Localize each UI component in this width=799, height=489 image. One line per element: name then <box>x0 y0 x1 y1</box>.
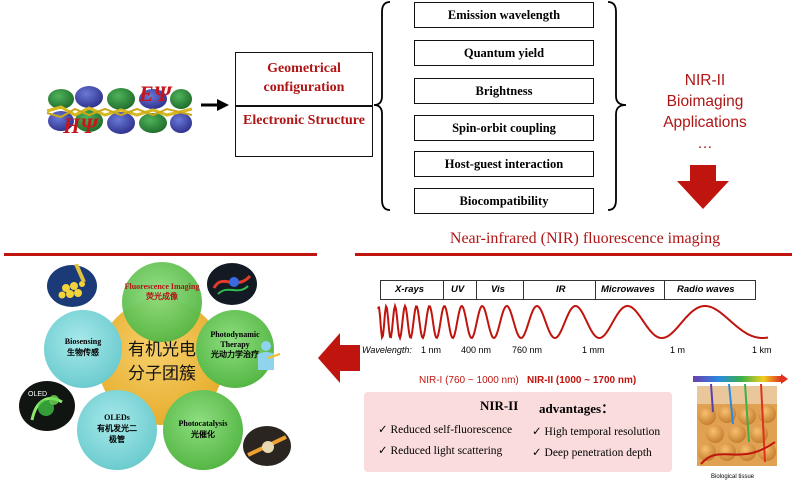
band-ir: IR <box>556 284 566 295</box>
biosensing-en: Biosensing <box>64 337 102 346</box>
geometrical-configuration-label: Geometrical configuration <box>263 61 345 95</box>
property-brightness: Brightness <box>414 78 594 104</box>
check-icon: ✓ <box>532 426 545 438</box>
advantage-item: ✓ High temporal resolution <box>532 424 660 438</box>
nanoparticle-image <box>47 264 97 307</box>
nir-imaging-title: Near-infrared (NIR) fluorescence imaging <box>449 230 721 247</box>
config-divider <box>236 105 372 107</box>
advantages-head-word: advantages： <box>539 401 615 416</box>
property-biocompatibility: Biocompatibility <box>414 188 594 214</box>
photocatalysis-image <box>243 426 291 466</box>
person-figure-icon <box>258 341 281 370</box>
advantage-item: ✓ Deep penetration depth <box>532 445 652 459</box>
band-divider-1 <box>443 281 444 299</box>
fluorescence-imaging-circle <box>122 262 202 342</box>
biosensing-circle <box>44 310 122 388</box>
photodynamic-zh: 光动力学治疗 <box>211 350 259 359</box>
photocatalysis-label: Photocatalysis 光催化 <box>165 418 241 440</box>
advantage-text: High temporal resolution <box>544 426 661 438</box>
oleds-zh: 有机发光二极管 <box>97 424 137 444</box>
electronic-structure-label: Electronic Structure <box>243 113 365 128</box>
check-icon: ✓ <box>378 445 391 457</box>
left-separator-line <box>4 253 317 256</box>
arrow-right-icon <box>201 99 229 111</box>
nir2-window: NIR-II (1000 ~ 1700 nm) <box>527 375 637 386</box>
check-icon: ✓ <box>532 447 545 459</box>
left-brace <box>373 1 391 211</box>
oleds-en: OLEDs <box>104 413 130 422</box>
configuration-box: Geometrical configuration Electronic Str… <box>235 52 373 157</box>
biosensing-label: Biosensing 生物传感 <box>48 336 118 358</box>
advantage-text: Reduced light scattering <box>390 445 503 457</box>
molecule-image: EΨ HΨ <box>45 77 194 141</box>
band-radio-waves: Radio waves <box>677 284 735 295</box>
right-separator-line <box>355 253 792 256</box>
photodynamic-en: Photodynamic Therapy <box>210 330 260 349</box>
spectrum-band-bar: X-rays UV Vis IR Microwaves Radio waves <box>380 280 756 300</box>
molecule-orbital-drawing <box>46 86 193 134</box>
check-icon: ✓ <box>378 424 391 436</box>
band-divider-5 <box>664 281 665 299</box>
tick-1m: 1 m <box>670 345 686 355</box>
photodynamic-therapy-circle <box>196 310 274 388</box>
advantages-head-nir2: NIR-II <box>480 398 519 413</box>
advantage-item: ✓ Reduced light scattering <box>378 443 502 457</box>
oleds-circle <box>77 390 157 470</box>
biological-tissue-image: Biological tissue <box>689 372 789 484</box>
applications-line-applications: Applications <box>663 114 747 131</box>
property-spin-orbit-coupling: Spin-orbit coupling <box>414 115 594 141</box>
applications-line-ellipsis: … <box>697 135 713 152</box>
spectrum-wave <box>377 302 769 342</box>
tick-1km: 1 km <box>752 345 772 355</box>
oled-image-label: OLED <box>28 391 48 398</box>
property-host-guest-interaction: Host-guest interaction <box>414 151 594 177</box>
tissue-drawing <box>693 374 788 466</box>
tissue-label: Biological tissue <box>711 474 755 480</box>
red-down-arrow-icon <box>677 165 729 209</box>
nir1-window: NIR-I (760 ~ 1000 nm) <box>419 375 519 386</box>
tick-1nm: 1 nm <box>421 345 442 355</box>
tick-400nm: 400 nm <box>461 345 492 355</box>
applications-text: NIR-II Bioimaging Applications … <box>650 70 760 154</box>
applications-line-nir2: NIR-II <box>684 72 726 89</box>
oled-device-image <box>19 381 75 431</box>
e-psi-label: EΨ <box>139 81 172 106</box>
advantage-item: ✓ Reduced self-fluorescence <box>378 422 512 436</box>
advantage-text: Reduced self-fluorescence <box>390 424 513 436</box>
property-emission-wavelength: Emission wavelength <box>414 2 594 28</box>
photocatalysis-circle <box>163 390 243 470</box>
photocatalysis-zh: 光催化 <box>191 430 215 439</box>
biosensing-zh: 生物传感 <box>67 348 99 357</box>
wavelength-label: Wavelength: <box>362 345 412 355</box>
oleds-label: OLEDs 有机发光二极管 <box>86 412 148 445</box>
advantage-text: Deep penetration depth <box>544 447 652 459</box>
band-divider-4 <box>595 281 596 299</box>
band-divider-3 <box>523 281 524 299</box>
fluorescence-en: Fluorescence Imaging <box>124 282 200 291</box>
advantages-panel: NIR-II advantages： ✓ Reduced self-fluore… <box>364 392 672 472</box>
tick-760nm: 760 nm <box>512 345 543 355</box>
right-brace <box>607 1 627 211</box>
photocatalysis-en: Photocatalysis <box>178 419 228 428</box>
center-title: 有机光电分子团簇 <box>128 340 196 384</box>
photodynamic-therapy-label: Photodynamic Therapy 光动力学治疗 <box>198 330 272 360</box>
band-divider-2 <box>476 281 477 299</box>
band-vis: Vis <box>491 284 505 295</box>
cell-fluorescence-image <box>207 263 257 305</box>
red-left-arrow-icon <box>318 333 360 383</box>
applications-line-bioimaging: Bioimaging <box>666 93 744 110</box>
band-microwaves: Microwaves <box>601 284 655 295</box>
tick-1mm: 1 mm <box>582 345 605 355</box>
fluorescence-zh: 荧光成像 <box>146 292 178 301</box>
fluorescence-imaging-label: Fluorescence Imaging 荧光成像 <box>124 282 200 302</box>
h-psi-label: HΨ <box>63 113 98 138</box>
band-uv: UV <box>451 284 465 295</box>
property-quantum-yield: Quantum yield <box>414 40 594 66</box>
band-xrays: X-rays <box>395 284 425 295</box>
